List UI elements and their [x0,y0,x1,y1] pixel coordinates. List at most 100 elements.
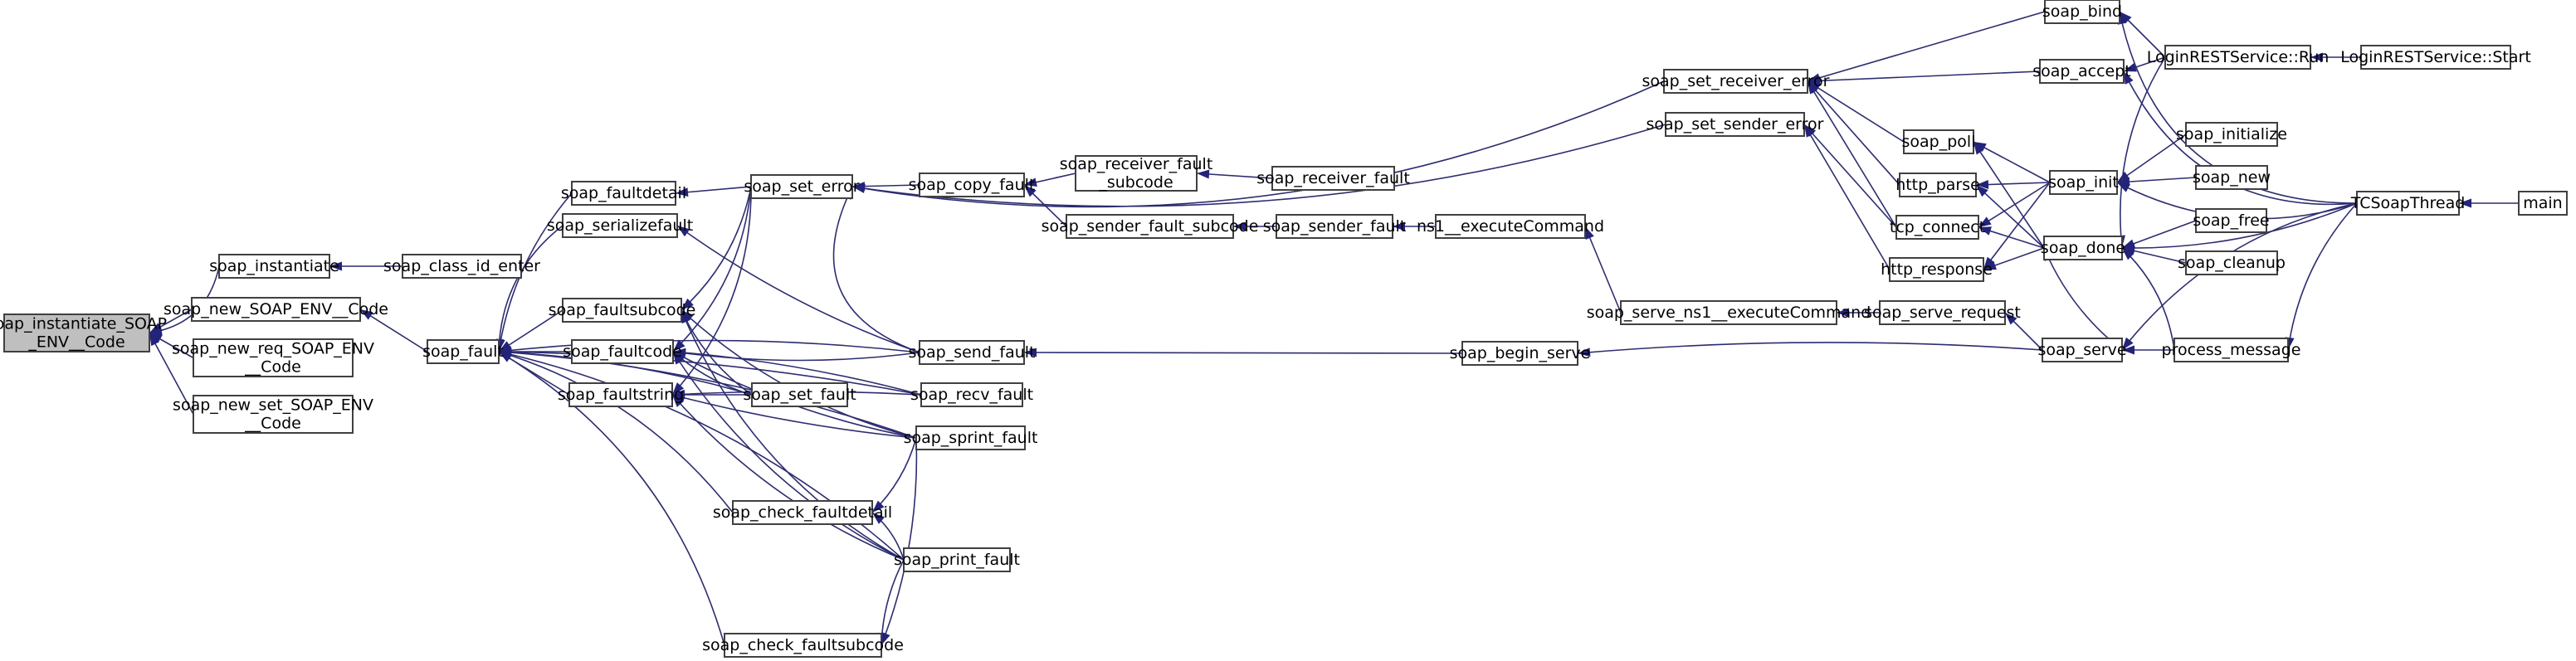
graph-node-soap-check-faultsubcode[interactable]: soap_check_faultsubcodesoap_check_faults… [702,633,904,658]
node-box[interactable] [2044,0,2120,24]
graph-node-soap-new-soap-env-code[interactable]: soap_new_SOAP_ENV__Codesoap_new_SOAP_ENV… [163,297,388,322]
graph-node-soap-check-faultdetail[interactable]: soap_check_faultdetailsoap_check_faultde… [713,500,892,525]
edge-soap-sprint-fault-to-soap-check-faultdetail [871,437,917,513]
graph-node-soap-serve-ns1-executecommand[interactable]: soap_serve_ns1__executeCommandsoap_serve… [1587,300,1871,325]
node-box[interactable] [2185,122,2278,147]
node-box[interactable] [920,382,1023,407]
node-box[interactable] [2518,191,2568,216]
graph-node-http-parse[interactable]: http_parsehttp_parse [1895,173,1980,197]
node-box[interactable] [1066,214,1234,239]
graph-node-ns1-executecommand[interactable]: ns1__executeCommandns1__executeCommand [1417,214,1604,239]
node-box[interactable] [2195,165,2268,190]
node-box[interactable] [1899,173,1977,197]
node-box[interactable] [2164,45,2311,70]
graph-node-loginrestservice-start[interactable]: LoginRESTService::StartLoginRESTService:… [2340,45,2531,70]
node-box[interactable] [724,633,882,658]
node-box[interactable] [218,254,330,279]
node-box[interactable] [1879,300,2006,325]
node-box[interactable] [562,213,678,238]
node-box[interactable] [919,173,1025,197]
node-box[interactable] [2195,208,2267,233]
node-box[interactable] [2174,338,2289,362]
node-box[interactable] [2049,170,2118,195]
node-box[interactable] [1903,129,1974,154]
node-box[interactable] [732,500,873,525]
node-box[interactable] [191,297,361,322]
node-box[interactable] [571,181,676,206]
graph-node-soap-receiver-fault-subcode[interactable]: soap_receiver_fault_subcodesoap_receiver… [1060,155,1213,192]
node-box[interactable] [2360,45,2511,70]
node-box[interactable] [562,298,682,323]
node-box[interactable] [1895,215,1979,240]
node-box[interactable] [3,313,150,352]
graph-node-soap-instantiate-soap-env-code[interactable]: soap_instantiate_SOAP_ENV__Codesoap_inst… [0,313,167,352]
node-box[interactable] [915,425,1026,450]
node-box[interactable] [427,339,500,364]
node-box[interactable] [1276,214,1393,239]
graph-node-soap-set-sender-error[interactable]: soap_set_sender_errorsoap_set_sender_err… [1647,112,1824,137]
graph-node-soap-poll[interactable]: soap_pollsoap_poll [1902,129,1976,154]
node-box[interactable] [568,382,673,407]
node-box[interactable] [2043,236,2123,260]
node-box[interactable] [750,174,853,199]
graph-node-http-response[interactable]: http_responsehttp_response [1881,257,1993,282]
arrowhead-icon [1197,169,1210,179]
graph-node-tcsoapthread[interactable]: TCSoapThreadTCSoapThread [2350,191,2466,216]
node-box[interactable] [751,382,848,407]
graph-node-process-message[interactable]: process_messageprocess_message [2162,338,2301,362]
node-box[interactable] [903,547,1011,572]
node-box[interactable] [2039,59,2125,84]
node-box[interactable] [2356,191,2460,216]
graph-node-main[interactable]: mainmain [2518,191,2568,216]
node-box[interactable] [193,338,354,377]
node-box[interactable] [1461,341,1578,366]
node-box[interactable] [193,395,354,434]
node-box[interactable] [1889,257,1984,282]
graph-node-soap-cleanup[interactable]: soap_cleanupsoap_cleanup [2178,250,2286,275]
node-box[interactable] [1663,69,1808,94]
node-box[interactable] [1271,166,1395,191]
node-box[interactable] [2185,250,2278,275]
node-box[interactable] [1435,214,1586,239]
graph-node-soap-set-receiver-error[interactable]: soap_set_receiver_errorsoap_set_receiver… [1642,69,1830,94]
node-box[interactable] [2042,338,2123,362]
node-box[interactable] [1075,155,1198,192]
node-box[interactable] [1620,300,1837,325]
node-box[interactable] [1665,112,1805,137]
graph-node-soap-sender-fault-subcode[interactable]: soap_sender_fault_subcodesoap_sender_fau… [1042,214,1259,239]
graph-node-soap-new-req-soap-env-code[interactable]: soap_new_req_SOAP_ENV__Codesoap_new_req_… [172,338,374,377]
node-box[interactable] [919,340,1025,365]
node-box[interactable] [571,339,674,364]
node-box[interactable] [402,254,522,279]
graph-node-soap-new-set-soap-env-code[interactable]: soap_new_set_SOAP_ENV__Codesoap_new_set_… [173,395,373,434]
graph-node-loginrestservice-run[interactable]: LoginRESTService::RunLoginRESTService::R… [2147,45,2330,70]
graph-node-tcp-connect[interactable]: tcp_connecttcp_connect [1890,215,1985,240]
